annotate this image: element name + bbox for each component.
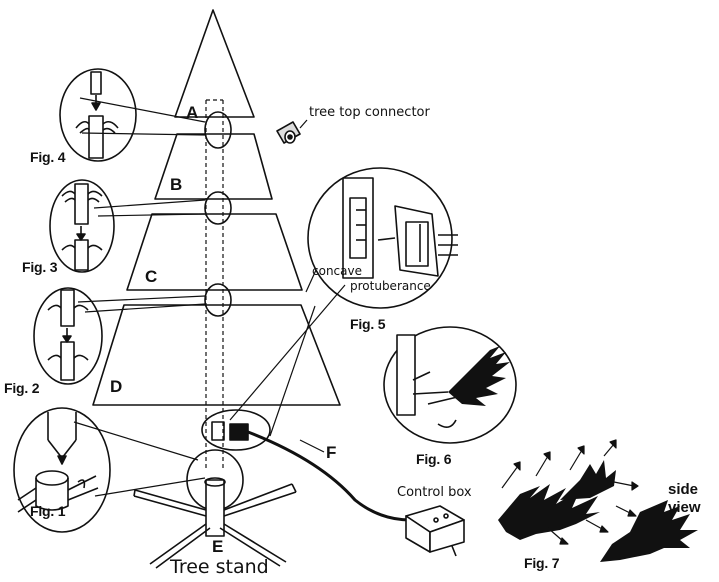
section-b-tier [154, 133, 273, 200]
fig2-magnifier [33, 287, 206, 385]
section-e-label: E [212, 537, 224, 556]
section-c-tier [126, 213, 303, 291]
fig3-label: Fig. 3 [22, 259, 58, 275]
fig1-magnifier [13, 407, 206, 533]
side-label: side [668, 481, 699, 498]
tree-stand-drawing [133, 449, 297, 569]
control-box-label: Control box [397, 485, 472, 500]
base-connector [211, 421, 249, 441]
joint-b-c [204, 191, 232, 225]
section-f-label: F [326, 443, 337, 462]
tree-top-connector-plug [276, 119, 308, 144]
view-label: view [668, 499, 701, 516]
section-b-label: B [170, 175, 183, 194]
fig7-label: Fig. 7 [524, 555, 560, 571]
joint-a-b [204, 111, 232, 149]
fig6-label: Fig. 6 [416, 451, 452, 467]
fig7-arrows [501, 439, 639, 545]
concave-label: concave [312, 264, 362, 278]
section-a-label: A [186, 103, 199, 122]
section-d-tier [92, 304, 341, 406]
cord-f [247, 430, 411, 522]
fig3-magnifier [49, 179, 206, 273]
section-a-top-cone [174, 9, 255, 118]
section-d-label: D [110, 377, 123, 396]
control-box [405, 505, 465, 557]
fig4-label: Fig. 4 [30, 149, 66, 165]
fig2-label: Fig. 2 [4, 380, 40, 396]
fig4-magnifier [59, 68, 206, 162]
protuberance-label: protuberance [350, 279, 431, 293]
section-c-label: C [145, 267, 158, 286]
fig7-branches [498, 460, 698, 562]
tree-top-connector-label: tree top connector [309, 105, 430, 120]
fig6-magnifier [383, 326, 517, 444]
fig5-magnifier [229, 167, 458, 421]
tree-stand-label: Tree stand [170, 556, 269, 578]
fig1-label: Fig. 1 [30, 503, 66, 519]
joint-c-d [204, 283, 232, 317]
fig5-label: Fig. 5 [350, 316, 386, 332]
base-connector-ellipse [201, 409, 271, 451]
